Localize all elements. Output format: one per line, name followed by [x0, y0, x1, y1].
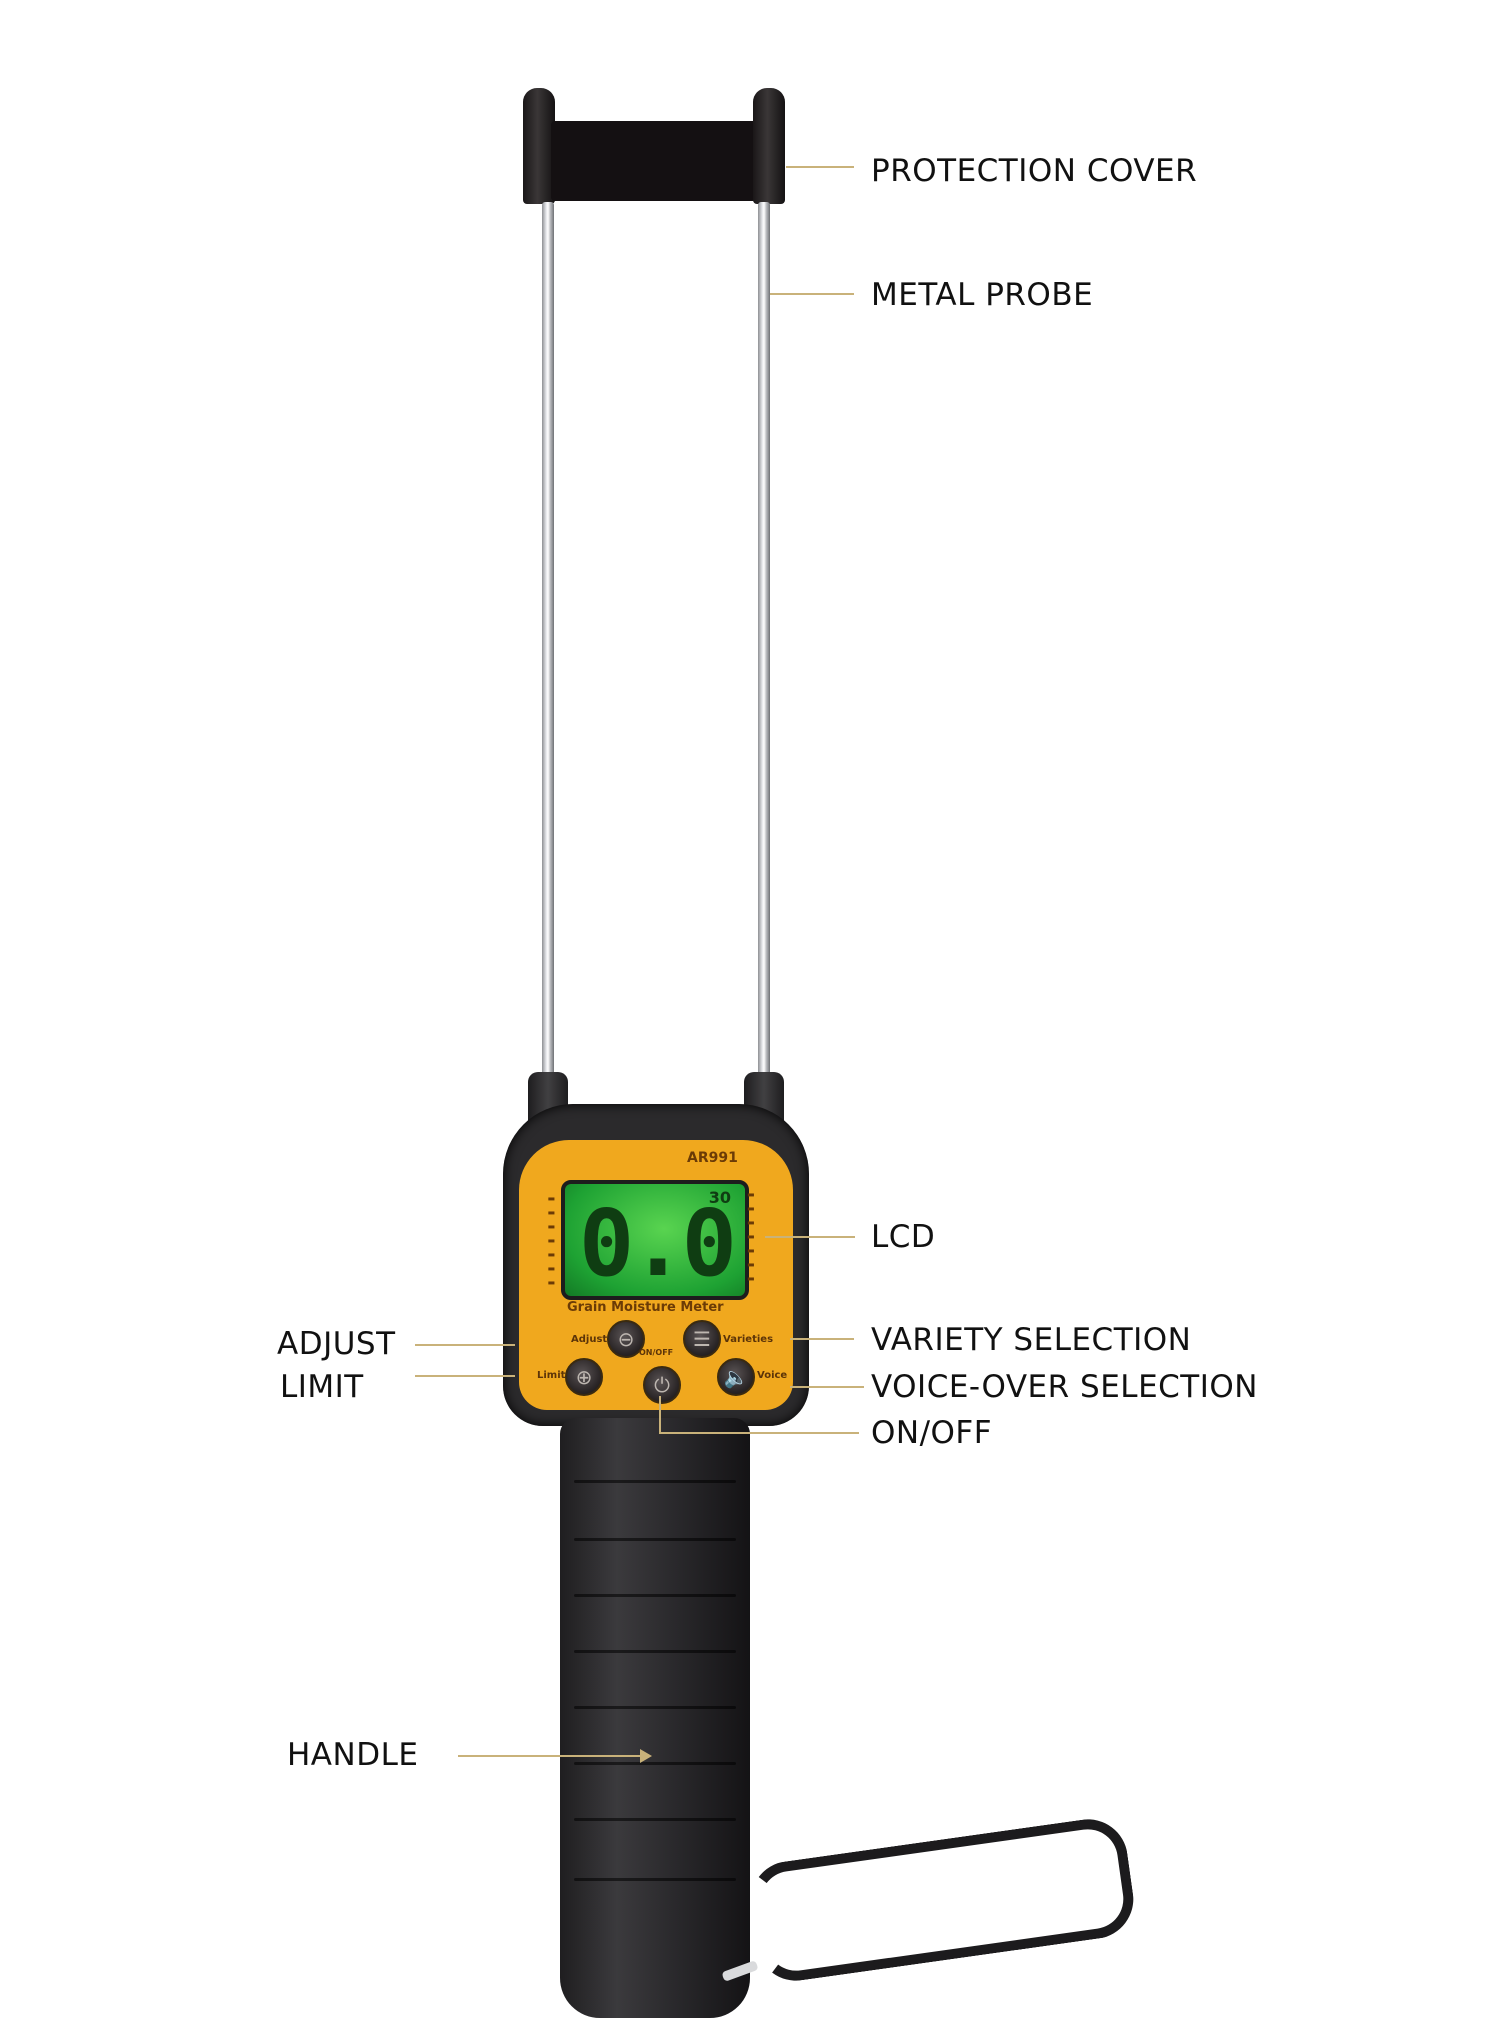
leader-limit	[415, 1375, 515, 1377]
callout-handle: HANDLE	[287, 1737, 419, 1773]
callout-on-off: ON/OFF	[871, 1415, 993, 1451]
metal-probe-right	[758, 202, 770, 1082]
handle-groove	[574, 1480, 736, 1483]
callout-lcd: LCD	[871, 1219, 936, 1255]
model-number: AR991	[687, 1150, 738, 1166]
variety-list-right: ▬▬▬▬▬▬▬	[747, 1190, 755, 1283]
handle-groove	[574, 1762, 736, 1765]
cover-post-left	[523, 88, 555, 204]
variety-list-left: ▬▬▬▬▬▬▬	[547, 1194, 555, 1287]
leader-protection-cover	[786, 166, 854, 168]
lcd-display: 30 0.0	[561, 1180, 749, 1300]
handle-groove	[574, 1878, 736, 1881]
leader-variety-selection	[790, 1338, 854, 1340]
leader-handle	[458, 1755, 646, 1757]
metal-probe-left	[542, 202, 554, 1082]
varieties-button-label: Varieties	[723, 1334, 774, 1345]
cover-bar	[551, 121, 757, 201]
plus-circle-icon: ⊕	[575, 1365, 593, 1389]
meter-title: Grain Moisture Meter	[567, 1300, 724, 1315]
callout-protection-cover: PROTECTION COVER	[871, 153, 1198, 189]
meter-head: AR991 ▬▬▬▬▬▬▬ 30 0.0 ▬▬▬▬▬▬▬ Grain Moist…	[503, 1104, 809, 1426]
wrist-strap	[745, 1814, 1139, 1986]
leader-on-off	[659, 1432, 859, 1434]
limit-button-label: Limit	[537, 1370, 566, 1381]
callout-adjust: ADJUST	[277, 1326, 396, 1362]
leader-metal-probe	[770, 293, 854, 295]
voice-button[interactable]: 🔈	[717, 1358, 755, 1396]
handle-groove	[574, 1594, 736, 1597]
speaker-icon: 🔈	[723, 1365, 749, 1389]
varieties-button[interactable]: ☰	[683, 1320, 721, 1358]
adjust-button[interactable]: ⊖	[607, 1320, 645, 1358]
handle-groove	[574, 1650, 736, 1653]
callout-limit: LIMIT	[280, 1369, 364, 1405]
leader-voice-over-selection	[790, 1386, 864, 1388]
callout-variety-selection: VARIETY SELECTION	[871, 1322, 1192, 1358]
on-off-button-label: ON/OFF	[639, 1348, 674, 1357]
protection-cover	[523, 88, 785, 204]
handle-groove	[574, 1538, 736, 1541]
meter-faceplate: AR991 ▬▬▬▬▬▬▬ 30 0.0 ▬▬▬▬▬▬▬ Grain Moist…	[519, 1140, 793, 1410]
voice-button-label: Voice	[757, 1370, 788, 1381]
adjust-button-label: Adjust	[571, 1334, 608, 1345]
leader-on-off-vertical	[659, 1396, 661, 1434]
leader-adjust	[415, 1344, 515, 1346]
adjust-icon: ⊖	[617, 1327, 635, 1351]
callout-metal-probe: METAL PROBE	[871, 277, 1094, 313]
on-off-button[interactable]: ⏻	[643, 1366, 681, 1404]
power-icon: ⏻	[654, 1373, 670, 1397]
lcd-indicator: 30	[708, 1188, 731, 1207]
arrowhead-icon	[640, 1749, 652, 1763]
handle	[560, 1418, 750, 2018]
lcd-reading: 0.0	[578, 1190, 737, 1297]
list-icon: ☰	[693, 1327, 711, 1351]
callout-voice-over-selection: VOICE-OVER SELECTION	[871, 1369, 1258, 1405]
handle-groove	[574, 1706, 736, 1709]
handle-groove	[574, 1818, 736, 1821]
leader-lcd	[765, 1236, 855, 1238]
cover-post-right	[753, 88, 785, 204]
limit-button[interactable]: ⊕	[565, 1358, 603, 1396]
